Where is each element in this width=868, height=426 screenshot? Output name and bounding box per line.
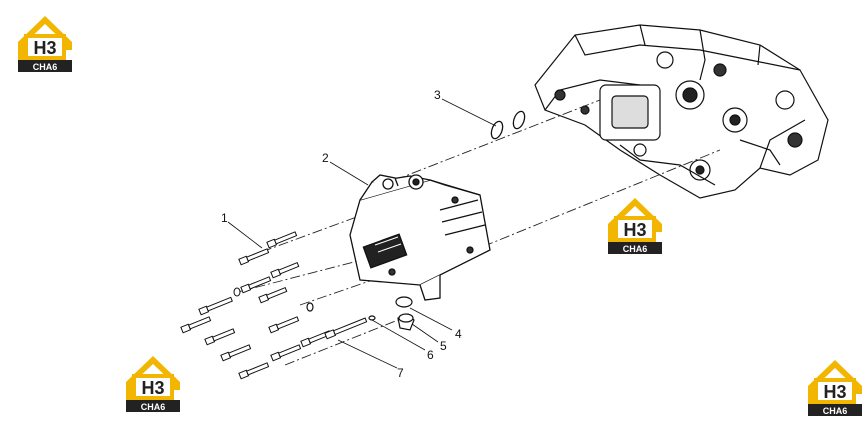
logo-subtitle: CHA6	[623, 244, 648, 254]
callout-3: 3	[434, 88, 441, 102]
callout-1: 1	[221, 211, 228, 225]
seal-parts	[306, 296, 415, 331]
callout-7: 7	[397, 366, 404, 380]
logo-mark: H3	[823, 382, 846, 402]
brand-logo-bottom-right: H3 CHA6	[804, 356, 866, 418]
brand-logo-center: H3 CHA6	[604, 194, 666, 256]
callout-2: 2	[322, 151, 329, 165]
logo-subtitle: CHA6	[33, 62, 58, 72]
assembly-lines	[237, 99, 721, 366]
logo-subtitle: CHA6	[141, 402, 166, 412]
logo-mark: H3	[623, 220, 646, 240]
brand-logo-bottom-left: H3 CHA6	[122, 352, 184, 414]
callout-6: 6	[427, 348, 434, 362]
o-rings	[490, 110, 526, 140]
logo-subtitle: CHA6	[823, 406, 848, 416]
callout-5: 5	[440, 339, 447, 353]
bolts	[180, 231, 368, 380]
brand-logo-top-left: H3 CHA6	[14, 12, 76, 74]
callout-4: 4	[455, 327, 462, 341]
oil-cooler-housing	[349, 174, 491, 301]
engine-block	[534, 24, 829, 199]
logo-mark: H3	[33, 38, 56, 58]
leader-lines	[227, 98, 497, 369]
logo-mark: H3	[141, 378, 164, 398]
